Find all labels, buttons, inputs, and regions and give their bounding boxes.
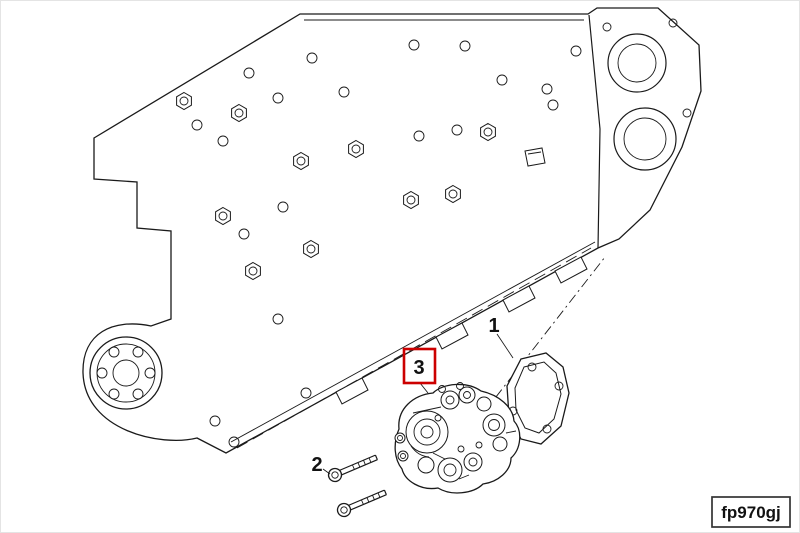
callout-3: 3 [402,347,437,394]
fuel-pump-drawing [394,382,521,494]
figure-code-text: fp970gj [721,503,781,522]
callout-3-highlight-box [402,347,437,385]
block-square-plug [524,147,546,167]
exploded-axis-line [470,256,606,430]
mounting-feet [335,256,588,405]
callout-3-label: 3 [413,357,424,379]
mounting-bolts-drawing [325,450,389,520]
gasket-drawing [506,352,570,445]
figure-code-box: fp970gj [711,496,791,528]
figure-code-border [711,496,791,528]
callout-1-label: 1 [488,315,499,337]
flywheel-housing-openings [602,18,692,171]
callout-2: 2 [311,454,331,476]
callout-2-label: 2 [311,454,322,476]
block-bolt-holes [191,39,582,448]
engine-block-drawing [82,7,702,454]
front-flange [89,336,163,410]
callout-1: 1 [488,315,514,359]
